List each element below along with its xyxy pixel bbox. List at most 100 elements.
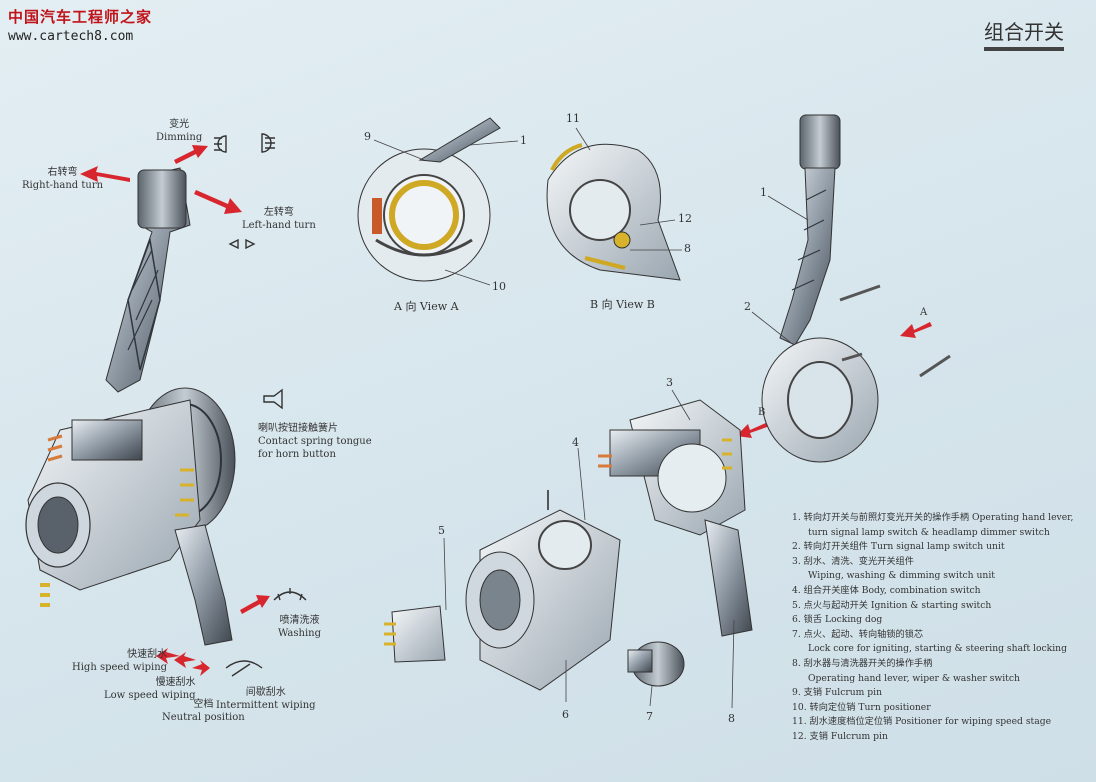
legend-line: 5. 点火与起动开关 Ignition & starting switch bbox=[792, 599, 992, 611]
view-a-detail bbox=[357, 117, 501, 282]
legend-line: Operating hand lever, wiper & washer swi… bbox=[808, 672, 1020, 684]
legend-line: 12. 支销 Fulcrum pin bbox=[792, 730, 888, 742]
callout-4: 4 bbox=[572, 436, 579, 449]
legend-line: 9. 支销 Fulcrum pin bbox=[792, 687, 883, 699]
lock-core bbox=[627, 641, 685, 687]
label-washing-cn: 喷清洗液 bbox=[279, 615, 320, 626]
callout-8-exploded: 8 bbox=[728, 712, 735, 725]
ignition-switch bbox=[384, 605, 446, 663]
label-left-turn-cn: 左转弯 bbox=[263, 207, 294, 218]
label-left-turn: 左转弯 Left-hand turn bbox=[242, 206, 316, 232]
label-left-turn-en: Left-hand turn bbox=[242, 220, 316, 231]
legend-line: 3. 刮水、清洗、变光开关组件 bbox=[792, 555, 914, 567]
watermark-url: www.cartech8.com bbox=[8, 29, 134, 44]
light-icons bbox=[214, 133, 307, 677]
lever-knob bbox=[137, 169, 187, 229]
label-high-speed-en: High speed wiping bbox=[72, 662, 168, 673]
label-horn-en1: Contact spring tongue bbox=[258, 436, 372, 447]
turn-arrow-icons bbox=[228, 238, 256, 250]
label-washing-en: Washing bbox=[278, 628, 321, 639]
label-intermittent: 间歇刮水 Intermittent wiping bbox=[216, 686, 316, 712]
arrow-b bbox=[736, 422, 770, 438]
callout-3: 3 bbox=[666, 376, 673, 389]
right-lever-unit bbox=[761, 114, 951, 463]
direction-arrows bbox=[80, 145, 932, 676]
wiper-switch-unit bbox=[598, 399, 753, 637]
callout-10: 10 bbox=[492, 280, 506, 293]
label-horn-en2: for horn button bbox=[258, 449, 336, 460]
label-intermittent-cn: 间歇刮水 bbox=[245, 687, 286, 698]
watermark: 中国汽车工程师之家 www.cartech8.com bbox=[8, 6, 152, 44]
label-low-speed-cn: 慢速刮水 bbox=[155, 677, 196, 688]
legend-line: Wiping, washing & dimming switch unit bbox=[808, 570, 995, 582]
label-high-speed-cn: 快速刮水 bbox=[127, 649, 168, 660]
legend-item: 8. 刮水器与清洗器开关的操作手柄 Operating hand lever, w… bbox=[792, 657, 1082, 686]
label-dimming-en: Dimming bbox=[156, 132, 203, 143]
watermark-cn: 中国汽车工程师之家 bbox=[8, 8, 153, 26]
leader-lines bbox=[373, 127, 809, 709]
label-low-speed: 慢速刮水 Low speed wiping bbox=[104, 676, 196, 702]
callout-8-view-b: 8 bbox=[684, 242, 691, 255]
legend-item: 9. 支销 Fulcrum pin bbox=[792, 686, 1082, 701]
callout-2: 2 bbox=[744, 300, 751, 313]
label-right-turn-cn: 右转弯 bbox=[47, 167, 78, 178]
main-combination-switch-assembly bbox=[25, 167, 236, 646]
callout-5: 5 bbox=[438, 524, 445, 537]
label-neutral-cn: 空档 bbox=[193, 699, 214, 710]
wiper-lever bbox=[174, 524, 233, 646]
legend-item: 12. 支销 Fulcrum pin bbox=[792, 730, 1082, 745]
legend-item: 4. 组合开关座体 Body, combination switch bbox=[792, 584, 1082, 599]
callout-1-exploded: 1 bbox=[760, 186, 767, 199]
legend-line: 7. 点火、起动、转向轴锁的锁芯 bbox=[792, 628, 924, 640]
legend-item: 10. 转向定位销 Turn positioner bbox=[792, 701, 1082, 716]
legend-line: 8. 刮水器与清洗器开关的操作手柄 bbox=[792, 657, 933, 669]
label-neutral-en: Neutral position bbox=[162, 712, 245, 723]
legend-line: 10. 转向定位销 Turn positioner bbox=[792, 701, 931, 713]
label-high-speed: 快速刮水 High speed wiping bbox=[72, 648, 167, 674]
label-arrow-b: B bbox=[758, 407, 766, 418]
legend-line: 2. 转向灯开关组件 Turn signal lamp switch unit bbox=[792, 541, 1005, 553]
legend-line: 1. 转向灯开关与前照灯变光开关的操作手柄 Operating hand lev… bbox=[792, 512, 1074, 523]
label-horn-cn: 喇叭按钮接触簧片 bbox=[258, 423, 338, 434]
callout-12: 12 bbox=[678, 212, 692, 225]
label-view-a: A 向 View A bbox=[394, 300, 459, 313]
legend-item: 5. 点火与起动开关 Ignition & starting switch bbox=[792, 599, 1082, 614]
switch-body-housing bbox=[465, 490, 621, 691]
label-dimming: 变光 Dimming bbox=[156, 118, 202, 144]
legend-line: Lock core for igniting, starting & steer… bbox=[808, 643, 1067, 655]
label-low-speed-en: Low speed wiping bbox=[104, 690, 196, 701]
view-b-detail bbox=[546, 143, 681, 281]
horn-icon bbox=[263, 388, 283, 410]
legend-item: 6. 锁舌 Locking dog bbox=[792, 613, 1082, 628]
legend-line: 4. 组合开关座体 Body, combination switch bbox=[792, 584, 981, 596]
page-title: 组合开关 bbox=[984, 16, 1064, 51]
legend-item: 1. 转向灯开关与前照灯变光开关的操作手柄 Operating hand lev… bbox=[792, 511, 1082, 540]
label-view-b: B 向 View B bbox=[590, 298, 655, 311]
callout-6: 6 bbox=[562, 708, 569, 721]
legend-item: 11. 刮水速度档位定位销 Positioner for wiping spee… bbox=[792, 715, 1082, 730]
arrow-a bbox=[900, 322, 932, 338]
label-arrow-a: A bbox=[920, 307, 928, 318]
legend-line: 11. 刮水速度档位定位销 Positioner for wiping spee… bbox=[792, 716, 1052, 728]
label-right-turn-en: Right-hand turn bbox=[22, 180, 104, 191]
label-neutral: 空档 Neutral position bbox=[162, 698, 245, 724]
callout-11: 11 bbox=[566, 112, 580, 125]
callout-9: 9 bbox=[364, 130, 371, 143]
label-dimming-cn: 变光 bbox=[169, 119, 190, 130]
label-right-turn: 右转弯 Right-hand turn bbox=[22, 166, 103, 192]
legend-item: 3. 刮水、清洗、变光开关组件 Wiping, washing & dimming… bbox=[792, 555, 1082, 584]
label-horn-contact: 喇叭按钮接触簧片 Contact spring tongue for horn … bbox=[258, 422, 372, 461]
legend-line: turn signal lamp switch & headlamp dimme… bbox=[808, 526, 1050, 538]
legend-item: 2. 转向灯开关组件 Turn signal lamp switch unit bbox=[792, 540, 1082, 555]
wiper-icon bbox=[225, 660, 263, 677]
parts-legend: 1. 转向灯开关与前照灯变光开关的操作手柄 Operating hand lev… bbox=[792, 511, 1082, 745]
callout-1-view-a: 1 bbox=[520, 134, 527, 147]
label-washing: 喷清洗液 Washing bbox=[278, 614, 321, 640]
callout-7: 7 bbox=[646, 710, 653, 723]
legend-line: 6. 锁舌 Locking dog bbox=[792, 614, 883, 626]
washer-icon bbox=[273, 588, 307, 601]
legend-item: 7. 点火、起动、转向轴锁的锁芯 Lock core for igniting, … bbox=[792, 628, 1082, 657]
label-intermittent-en: Intermittent wiping bbox=[216, 700, 316, 711]
